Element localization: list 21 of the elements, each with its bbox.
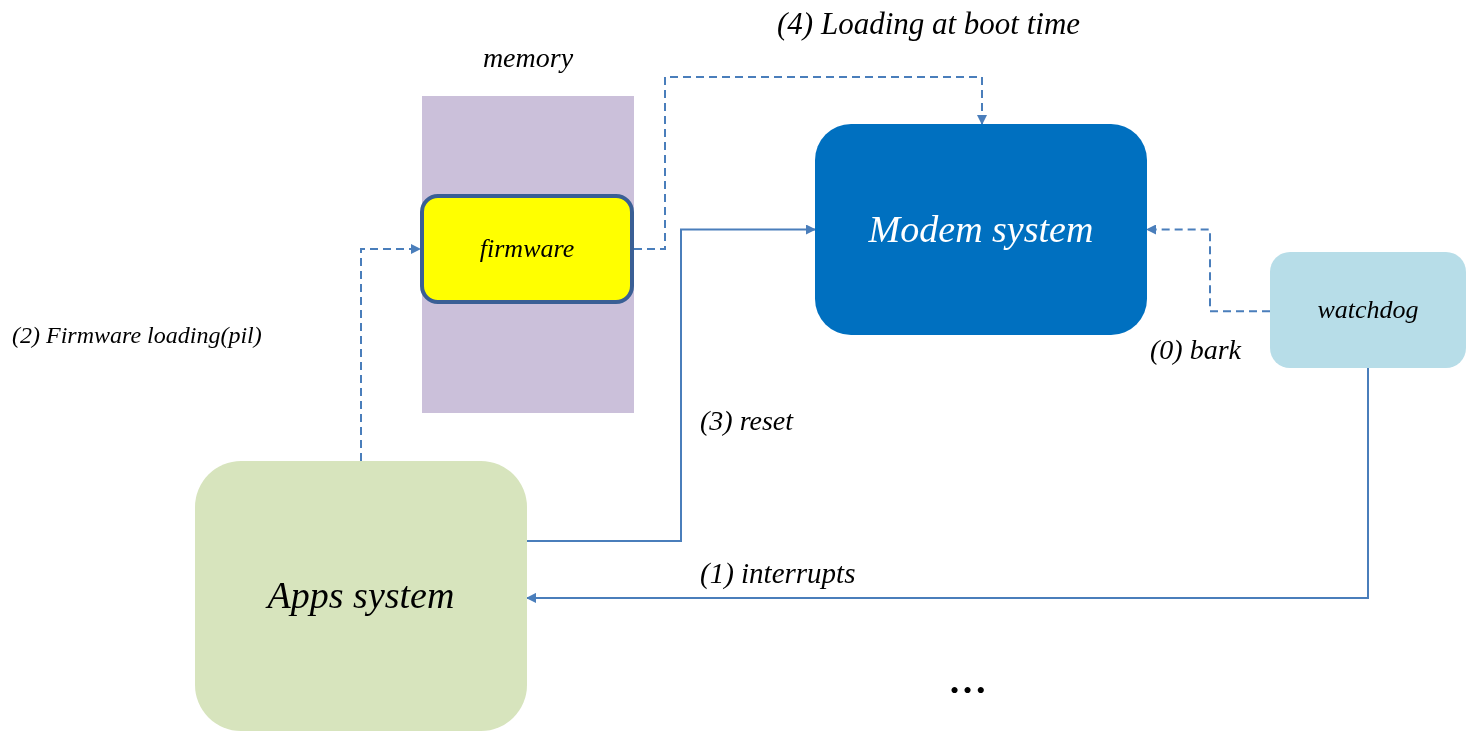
ellipsis-dots: ••• [950, 676, 990, 706]
node-label: watchdog [1317, 294, 1419, 327]
connector-arrow [633, 76, 987, 250]
edge-label: (4) Loading at boot time [777, 6, 1081, 42]
apps-system-box [195, 461, 527, 731]
watchdog-box [1270, 252, 1466, 368]
connector-arrow [1146, 224, 1271, 313]
memory-block [422, 96, 634, 413]
memory-heading: memory [481, 42, 575, 74]
node-label: firmware [479, 233, 575, 266]
node-label: Apps system [267, 573, 455, 619]
connector-arrow [526, 224, 816, 542]
edge-label: (1) interrupts [700, 557, 856, 590]
modem-system-box [815, 124, 1147, 335]
firmware-box [420, 194, 634, 304]
connector-arrow [360, 244, 421, 462]
edge-label: (2) Firmware loading(pil) [12, 322, 262, 349]
edge-label: (3) reset [700, 405, 794, 437]
edge-label: (0) bark [1150, 334, 1241, 366]
connector-arrow [526, 367, 1369, 603]
node-label: Modem system [868, 206, 1094, 252]
